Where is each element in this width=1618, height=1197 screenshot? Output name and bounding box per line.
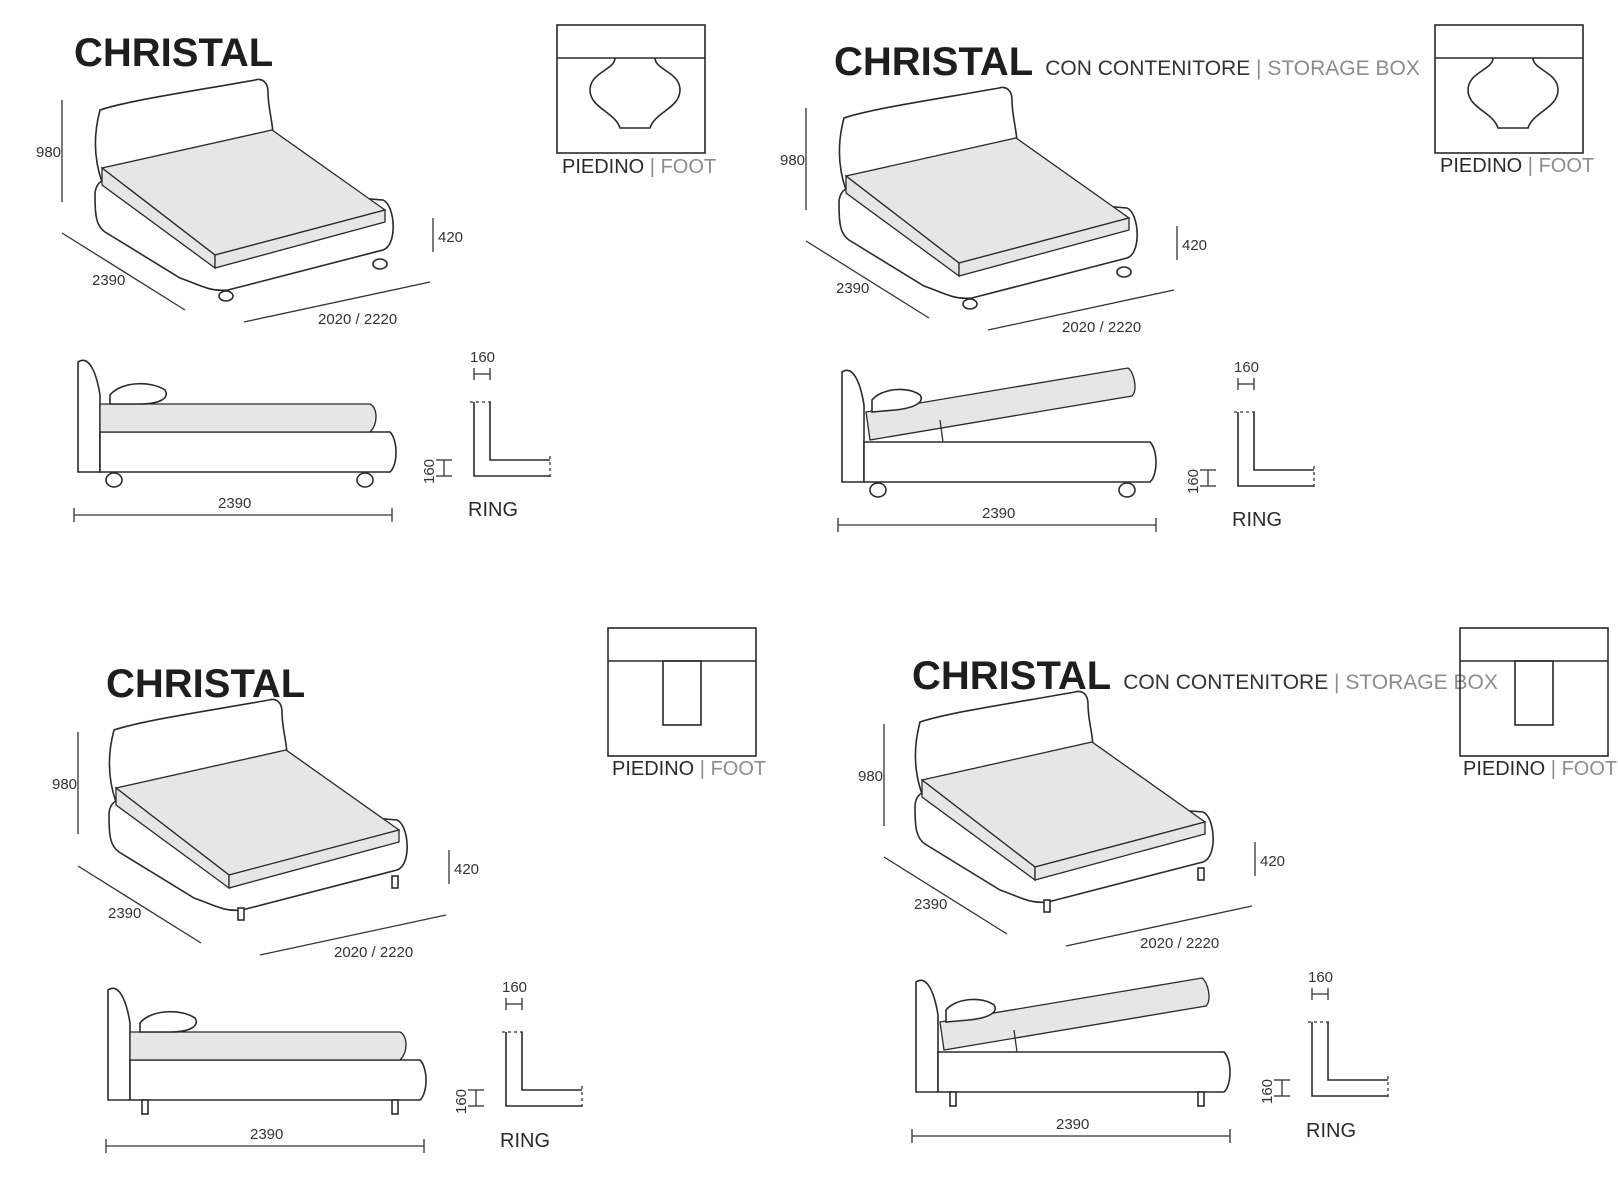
product-title: CHRISTAL [74, 31, 273, 75]
ring-thickness: 160 [1308, 969, 1333, 986]
dim-length: 2390 [836, 280, 869, 297]
dim-side-length: 2390 [982, 505, 1015, 522]
dim-side-height: 420 [1260, 853, 1285, 870]
foot-detail-box [1459, 627, 1609, 757]
dim-height: 980 [858, 768, 883, 785]
dim-side-height: 420 [1182, 237, 1207, 254]
bed-isometric-view [94, 78, 394, 302]
dim-length: 2390 [914, 896, 947, 913]
foot-caption: PIEDINO | FOOT [1440, 155, 1594, 177]
product-title: CHRISTAL [106, 662, 305, 706]
dim-length: 2390 [92, 272, 125, 289]
dim-height: 980 [52, 776, 77, 793]
foot-detail-box [607, 627, 757, 757]
bed-side-view-storage-open [915, 977, 1231, 1107]
foot-detail-box [1434, 24, 1584, 154]
dim-length: 2390 [108, 905, 141, 922]
bed-isometric-view [914, 690, 1214, 913]
ring-profile [1200, 378, 1315, 490]
ring-profile [436, 368, 551, 480]
dim-side-height: 420 [438, 229, 463, 246]
bed-isometric-view [108, 698, 408, 921]
ring-thickness: 160 [502, 979, 527, 996]
bed-side-view [107, 987, 427, 1115]
ring-height: 160 [1185, 469, 1202, 494]
dim-side-length: 2390 [250, 1126, 283, 1143]
ring-height: 160 [453, 1089, 470, 1114]
bed-isometric-view [838, 86, 1138, 310]
dim-side-length: 2390 [218, 495, 251, 512]
dim-height: 980 [36, 144, 61, 161]
dim-width: 2020 / 2220 [1140, 935, 1219, 952]
ring-profile [468, 998, 583, 1110]
bed-side-view-storage-open [841, 367, 1157, 498]
dim-width: 2020 / 2220 [318, 311, 397, 328]
ring-label: RING [500, 1130, 550, 1152]
foot-caption: PIEDINO | FOOT [1463, 758, 1617, 780]
ring-height: 160 [421, 459, 438, 484]
ring-thickness: 160 [470, 349, 495, 366]
foot-caption: PIEDINO | FOOT [612, 758, 766, 780]
ring-thickness: 160 [1234, 359, 1259, 376]
dim-height: 980 [780, 152, 805, 169]
bed-side-view [77, 359, 397, 488]
dim-side-length: 2390 [1056, 1116, 1089, 1133]
panel-christal-straight-foot: CHRISTAL 980 2390 2020 / 2220 420 PIEDIN… [52, 627, 766, 1153]
ring-label: RING [1232, 509, 1282, 531]
panel-christal-round-foot: CHRISTAL 980 2390 2020 / 2220 420 PIEDIN… [36, 24, 716, 522]
foot-detail-box [556, 24, 706, 154]
foot-caption: PIEDINO | FOOT [562, 156, 716, 178]
dim-width: 2020 / 2220 [1062, 319, 1141, 336]
ring-label: RING [468, 499, 518, 521]
dim-side-height: 420 [454, 861, 479, 878]
ring-profile [1274, 988, 1389, 1100]
ring-height: 160 [1259, 1079, 1276, 1104]
ring-label: RING [1306, 1120, 1356, 1142]
dim-width: 2020 / 2220 [334, 944, 413, 961]
